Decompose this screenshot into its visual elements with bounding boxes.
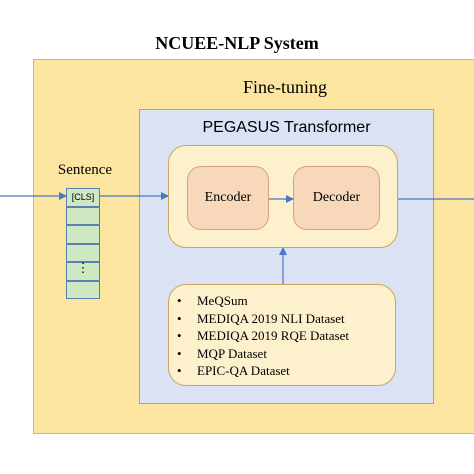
token-cell-ellipsis: ⋮ xyxy=(66,260,100,281)
token-cell xyxy=(66,225,100,244)
dataset-item: EPIC-QA Dataset xyxy=(175,362,349,380)
dataset-list: MeQSum MEDIQA 2019 NLI Dataset MEDIQA 20… xyxy=(175,292,349,380)
cls-token-label: [CLS] xyxy=(71,192,95,202)
dataset-item: MEDIQA 2019 NLI Dataset xyxy=(175,310,349,328)
encoder-label: Encoder xyxy=(204,190,252,205)
dataset-item: MeQSum xyxy=(175,292,349,310)
token-cell xyxy=(66,280,100,299)
token-cell xyxy=(66,206,100,225)
dataset-item: MEDIQA 2019 RQE Dataset xyxy=(175,327,349,345)
dataset-item: MQP Dataset xyxy=(175,345,349,363)
decoder-label: Decoder xyxy=(312,190,361,205)
encoder-block: Encoder xyxy=(187,166,269,230)
fine-tuning-label: Fine-tuning xyxy=(243,77,327,97)
vertical-ellipsis-icon: ⋮ xyxy=(76,260,90,275)
decoder-block: Decoder xyxy=(293,166,380,230)
pegasus-transformer-label: PEGASUS Transformer xyxy=(202,119,371,136)
sentence-label: Sentence xyxy=(57,162,113,178)
token-cell xyxy=(66,243,100,262)
diagram-title: NCUEE-NLP System xyxy=(155,33,319,53)
